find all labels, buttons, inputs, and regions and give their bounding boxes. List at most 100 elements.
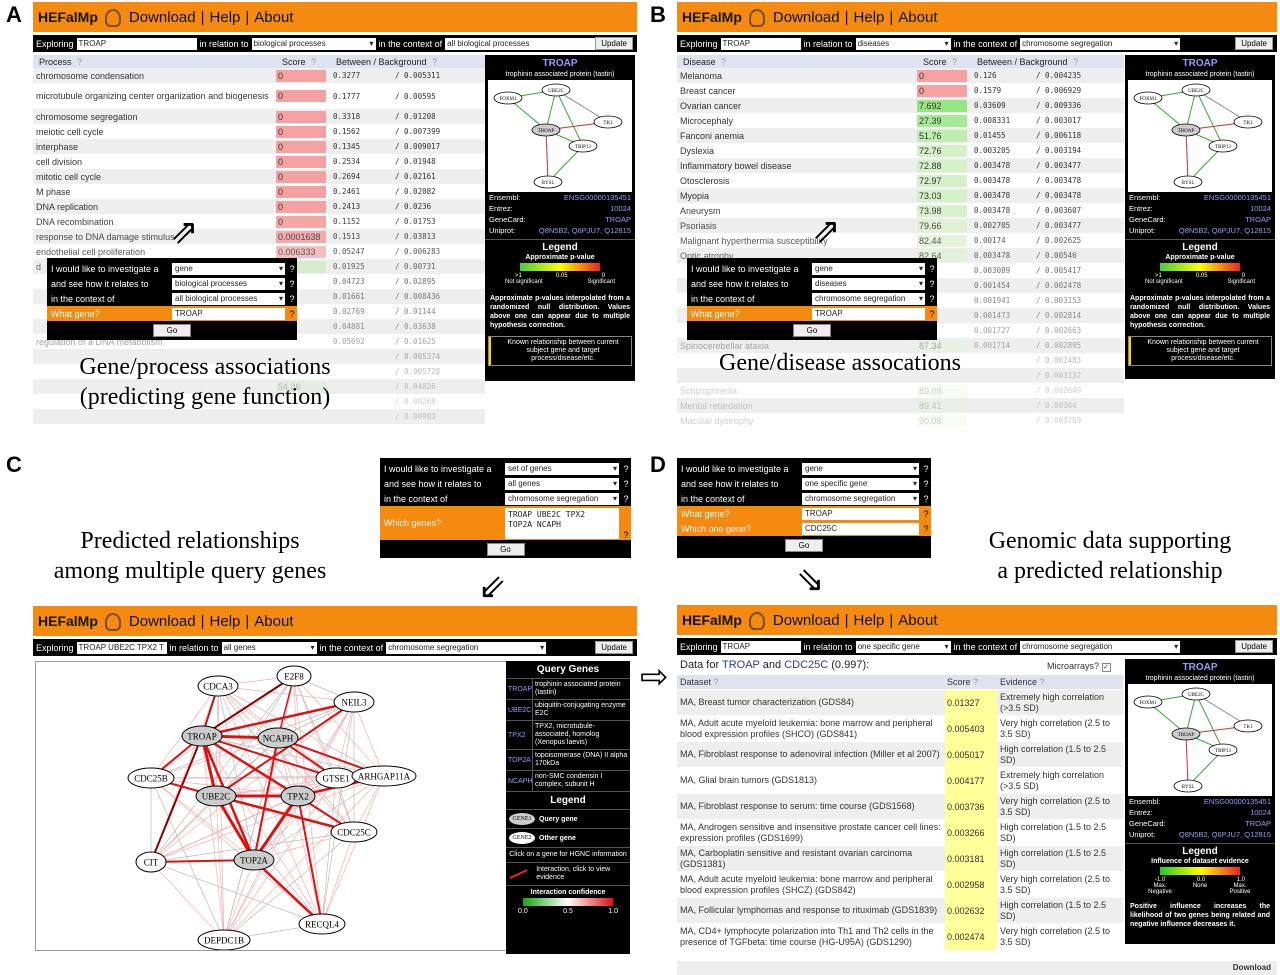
download-link[interactable]: Download	[128, 612, 196, 630]
gene-node[interactable]	[135, 851, 167, 873]
network-edge[interactable]	[545, 89, 557, 131]
row-name[interactable]: d	[36, 261, 42, 272]
row-name[interactable]: Microcephaly	[680, 115, 734, 126]
help-icon[interactable]: ?	[289, 263, 295, 274]
row-name[interactable]: Schizophrenia	[680, 385, 738, 396]
col-process[interactable]: Process	[39, 56, 72, 67]
help-icon[interactable]: ?	[923, 463, 929, 474]
row-name[interactable]: mitotic cell cycle	[36, 171, 102, 182]
id-link[interactable]: Q8N5B2, Q6PJU7, Q12815	[538, 226, 631, 235]
help-icon[interactable]: ?	[929, 263, 935, 274]
interaction-edge[interactable]	[150, 795, 299, 863]
context-select[interactable]: chromosome segregation	[802, 492, 919, 505]
type-select[interactable]: gene	[812, 262, 925, 275]
type-select[interactable]: set of genes	[505, 462, 619, 475]
gene-node[interactable]	[1171, 123, 1201, 137]
about-link[interactable]: About	[898, 611, 938, 629]
gene-input[interactable]: TROAP	[76, 37, 197, 50]
gene-input[interactable]: TROAP UBE2C TPX2 T	[76, 641, 167, 654]
network-edge[interactable]	[1195, 693, 1224, 751]
gene2-link[interactable]: CDC25C	[784, 659, 829, 671]
gene-node[interactable]	[1173, 175, 1203, 189]
gene-node[interactable]	[1233, 115, 1263, 129]
help-icon[interactable]: ?	[923, 493, 929, 504]
gene-node[interactable]	[127, 767, 175, 789]
help-icon[interactable]: ?	[287, 308, 297, 319]
download-button[interactable]: Download	[1232, 963, 1271, 972]
network-edge[interactable]	[547, 145, 584, 183]
network-edge[interactable]	[1185, 693, 1197, 735]
interaction-edge[interactable]	[223, 831, 355, 941]
interaction-edge[interactable]	[253, 775, 385, 861]
help-link[interactable]: Help	[209, 8, 241, 26]
table-row[interactable]: MA, CD4+ lymphocyte polarization into Th…	[677, 923, 1123, 950]
gene-symbol[interactable]: NCAPH	[508, 777, 533, 785]
row-name[interactable]: Breast cancer	[680, 85, 736, 96]
interaction-edge[interactable]	[150, 861, 323, 925]
interaction-edge[interactable]	[217, 685, 323, 925]
gene-node[interactable]	[1233, 719, 1263, 733]
gene-symbol[interactable]: TROAP	[508, 685, 533, 693]
interaction-edge[interactable]	[215, 777, 337, 797]
interaction-edge[interactable]	[223, 777, 337, 941]
table-row[interactable]: / 0.003132	[677, 368, 1124, 383]
gene-node[interactable]	[531, 123, 561, 137]
interaction-edge[interactable]	[253, 777, 337, 861]
table-row[interactable]: / 0.00268	[33, 394, 485, 409]
table-row[interactable]: MA, Androgen sensitive and insensitive p…	[677, 819, 1123, 846]
gene-input[interactable]: TROAP	[802, 507, 919, 520]
table-row[interactable]: 0.04723/ 0.02895	[33, 274, 485, 289]
gene-symbol[interactable]: TOP2A	[508, 756, 531, 764]
context-select[interactable]: all biological processes	[172, 292, 285, 305]
interaction-edge[interactable]	[150, 777, 255, 861]
gene-node[interactable]	[1133, 695, 1163, 709]
id-link[interactable]: ENSG00000135451	[563, 193, 631, 202]
go-button[interactable]: Go	[785, 539, 823, 552]
gene-node[interactable]	[330, 821, 378, 843]
second-gene-input[interactable]: CDC25C	[802, 522, 919, 535]
interaction-edge[interactable]	[335, 701, 355, 779]
table-row[interactable]: MA, Fibroblast response to serum: time c…	[677, 793, 1123, 820]
row-name[interactable]: Myopia	[680, 190, 710, 201]
update-button[interactable]: Update	[595, 641, 633, 654]
type-select[interactable]: gene	[802, 462, 919, 475]
gene-node[interactable]	[280, 785, 316, 807]
interaction-edge[interactable]	[201, 700, 355, 738]
network-edge[interactable]	[1195, 693, 1249, 727]
interaction-edge[interactable]	[150, 831, 355, 863]
col-evidence[interactable]: Evidence	[1000, 677, 1038, 687]
row-name[interactable]: endothelial cell proliferation	[36, 246, 146, 257]
row-name[interactable]: microtubule organizing center organizati…	[36, 91, 269, 101]
id-link[interactable]: 10024	[1250, 204, 1271, 213]
about-link[interactable]: About	[254, 612, 294, 630]
interaction-edge[interactable]	[321, 831, 355, 925]
gene-node[interactable]	[568, 139, 598, 153]
row-name[interactable]: Optic atrophy	[680, 250, 734, 261]
gene-node[interactable]	[257, 727, 299, 749]
col-score[interactable]: Score	[923, 56, 947, 67]
interaction-edge[interactable]	[223, 701, 355, 941]
dataset-name[interactable]: MA, Adult acute myeloid leukemia: bone m…	[680, 717, 933, 739]
network-edge[interactable]	[555, 89, 584, 147]
help-icon[interactable]: ?	[929, 278, 935, 289]
network-edge[interactable]	[1185, 89, 1197, 131]
interaction-edge[interactable]	[150, 701, 355, 863]
dataset-name[interactable]: MA, Androgen sensitive and insensitive p…	[680, 821, 941, 843]
relation-select[interactable]: one specific gene	[802, 477, 919, 490]
